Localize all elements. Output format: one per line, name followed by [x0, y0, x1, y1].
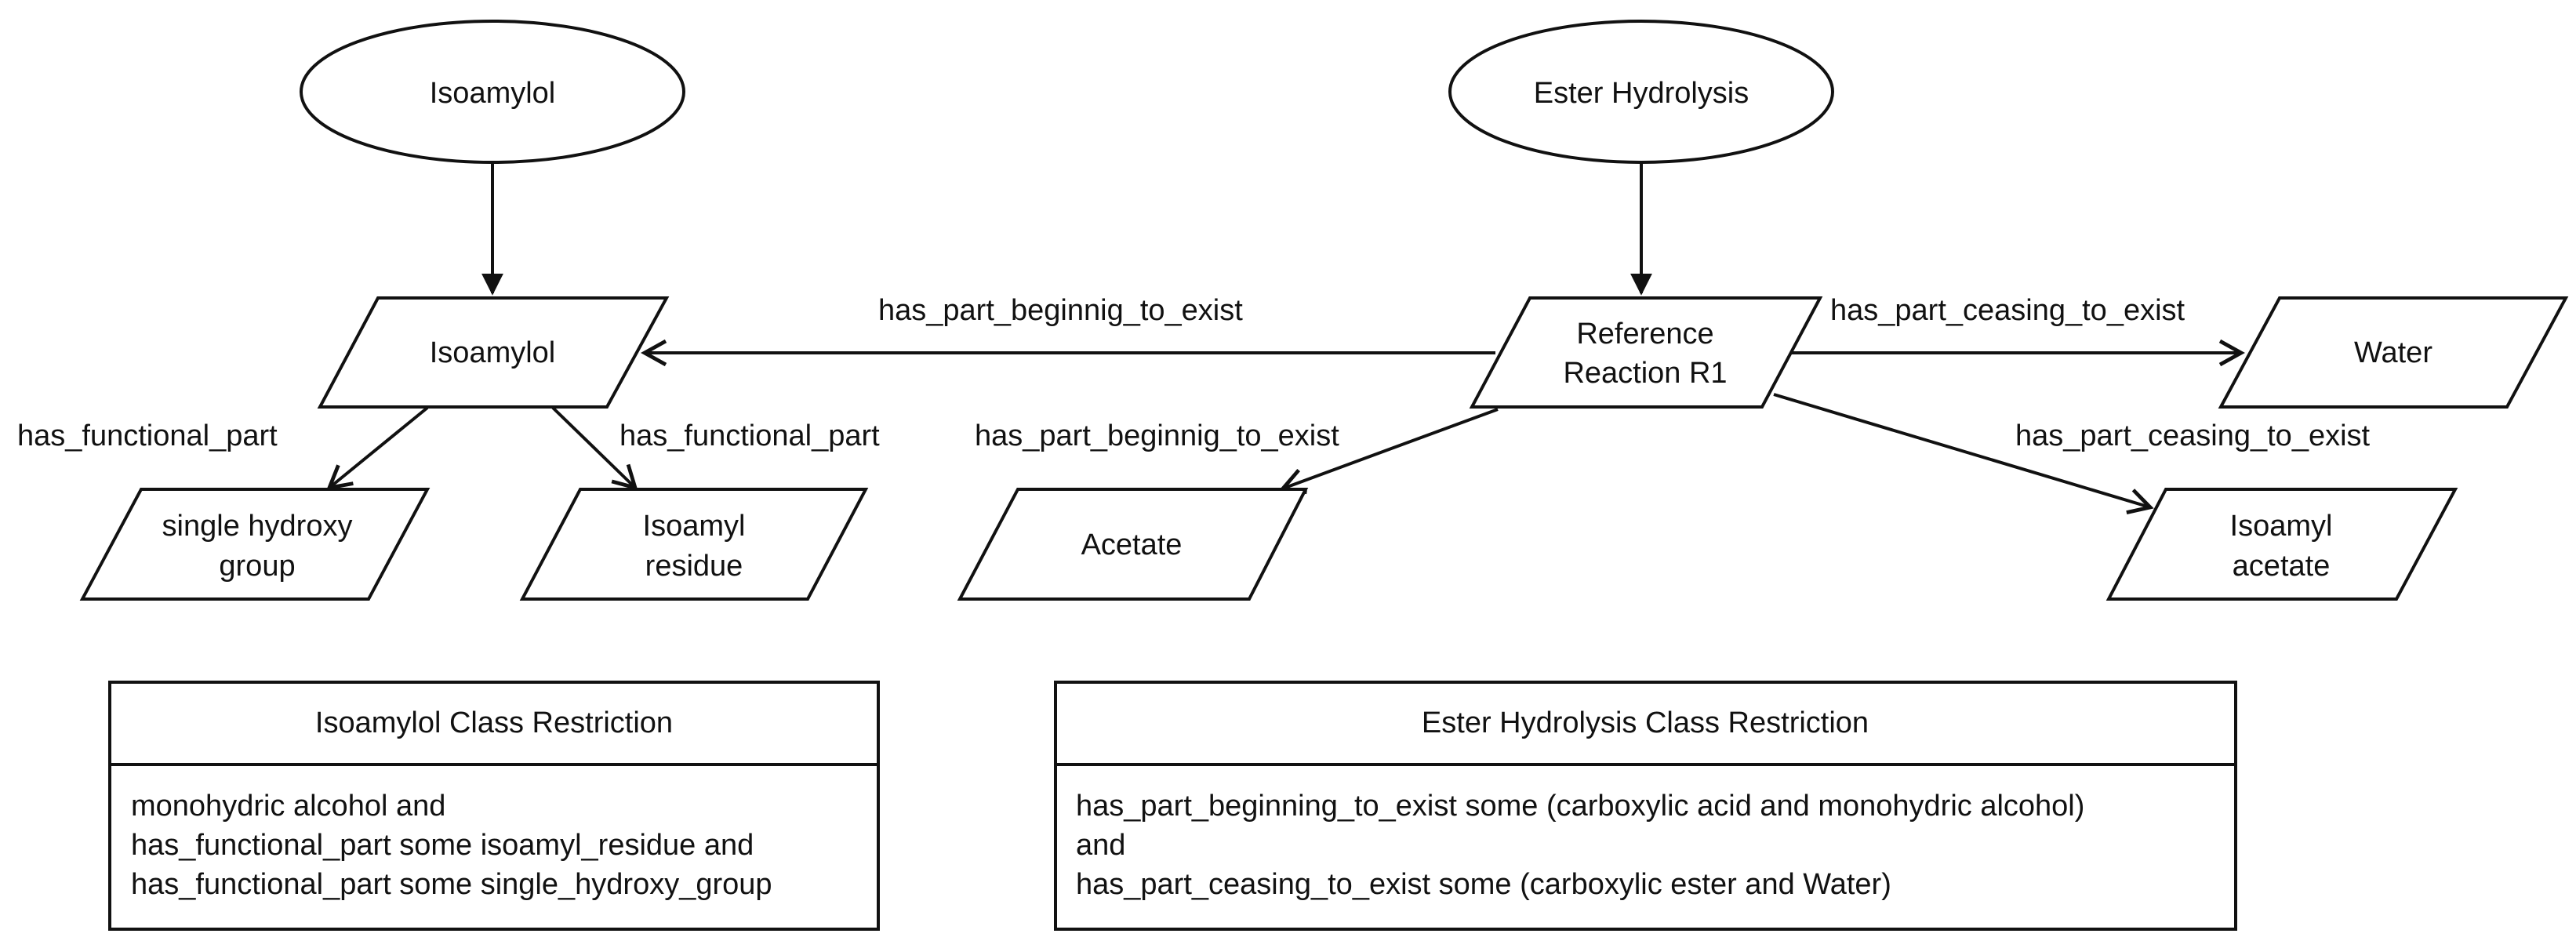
reference-reaction-line2: Reaction R1 — [1563, 357, 1727, 390]
isoamylol-restriction-frame — [108, 681, 880, 931]
isoamylol-restriction-title: Isoamylol Class Restriction — [315, 706, 673, 739]
isoamyl-acetate-line2: acetate — [2233, 550, 2331, 583]
ester-hydrolysis-restriction-line-2: and — [1076, 829, 1125, 862]
isoamyl-residue-line1: Isoamyl — [643, 510, 746, 543]
ester-hydrolysis-restriction-line-3: has_part_ceasing_to_exist some (carboxyl… — [1076, 868, 1891, 901]
isoamylol-node[interactable] — [317, 296, 670, 409]
isoamyl-residue-node[interactable] — [519, 488, 869, 601]
acetate-node-label: Acetate — [1081, 528, 1183, 561]
ester-hydrolysis-restriction-title: Ester Hydrolysis Class Restriction — [1422, 706, 1869, 739]
isoamylol-restriction-box: Isoamylol Class Restriction monohydric a… — [108, 681, 880, 931]
edge-label-has-functional-part-left: has_functional_part — [17, 420, 278, 452]
ester-hydrolysis-restriction-box: Ester Hydrolysis Class Restriction has_p… — [1054, 681, 2237, 931]
reference-reaction-line1: Reference — [1576, 318, 1713, 351]
ester-hydrolysis-restriction-line-1: has_part_beginning_to_exist some (carbox… — [1076, 790, 2084, 823]
edge-label-has-functional-part-right: has_functional_part — [619, 420, 880, 452]
edge-isoamylol-to-isoamyl-residue — [551, 406, 638, 491]
single-hydroxy-group-line2: group — [219, 550, 295, 583]
edge-label-has-part-ceasing-to-exist-top: has_part_ceasing_to_exist — [1830, 294, 2185, 327]
ester-hydrolysis-class-ellipse[interactable] — [1448, 20, 1834, 164]
isoamyl-acetate-node[interactable] — [2105, 488, 2458, 601]
single-hydroxy-group-line1: single hydroxy — [162, 510, 353, 543]
edge-reaction-to-acetate — [1279, 408, 1499, 495]
single-hydroxy-group-node[interactable] — [79, 488, 431, 601]
reference-reaction-node[interactable] — [1469, 296, 1823, 409]
isoamylol-restriction-line-2: has_functional_part some isoamyl_residue… — [131, 829, 754, 862]
edge-isoamylol-to-single-hydroxy — [326, 406, 429, 491]
isoamylol-class-ellipse[interactable] — [300, 20, 685, 164]
isoamylol-class-label: Isoamylol — [430, 77, 556, 110]
edge-label-has-part-ceasing-to-exist-bottom: has_part_ceasing_to_exist — [2015, 420, 2371, 452]
isoamylol-restriction-line-3: has_functional_part some single_hydroxy_… — [131, 868, 772, 901]
ester-hydrolysis-restriction-frame — [1054, 681, 2237, 931]
isoamylol-node-label: Isoamylol — [430, 336, 556, 369]
isoamylol-restriction-line-1: monohydric alcohol and — [131, 790, 445, 823]
isoamyl-residue-line2: residue — [645, 550, 743, 583]
edge-label-has-part-beginnig-to-exist-top: has_part_beginnig_to_exist — [878, 294, 1243, 327]
acetate-node[interactable] — [957, 488, 1309, 601]
edge-reaction-to-isoamyl-acetate — [1773, 393, 2154, 514]
edge-label-has-part-beginnig-to-exist-bottom: has_part_beginnig_to_exist — [975, 420, 1339, 452]
water-node-label: Water — [2354, 336, 2432, 369]
isoamyl-acetate-line1: Isoamyl — [2230, 510, 2333, 543]
ester-hydrolysis-class-label: Ester Hydrolysis — [1534, 77, 1749, 110]
water-node[interactable] — [2218, 296, 2569, 409]
